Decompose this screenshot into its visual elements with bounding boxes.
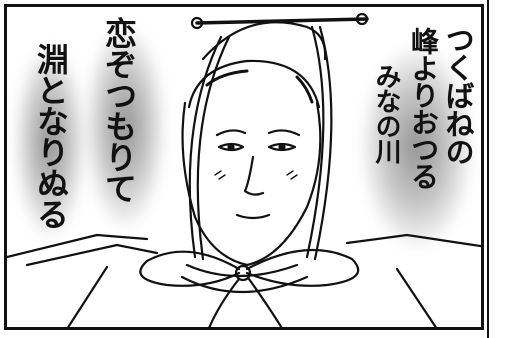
noble-portrait-icon <box>7 12 481 327</box>
poem-line-4: 恋ぞつもりて <box>100 17 138 203</box>
shade-left <box>15 47 85 237</box>
shade-right <box>362 47 472 247</box>
poem-line-1: つくばねの <box>441 25 475 165</box>
poem-line-2: 峰よりおつる <box>407 27 440 189</box>
shade-mid-left <box>85 27 165 227</box>
poem-line-5: 淵となりぬる <box>32 43 70 229</box>
poem-line-3: みなの川 <box>371 63 401 163</box>
next-panel-edge <box>487 0 505 338</box>
comic-panel: つくばねの 峰よりおつる みなの川 恋ぞつもりて 淵となりぬる <box>4 4 484 330</box>
